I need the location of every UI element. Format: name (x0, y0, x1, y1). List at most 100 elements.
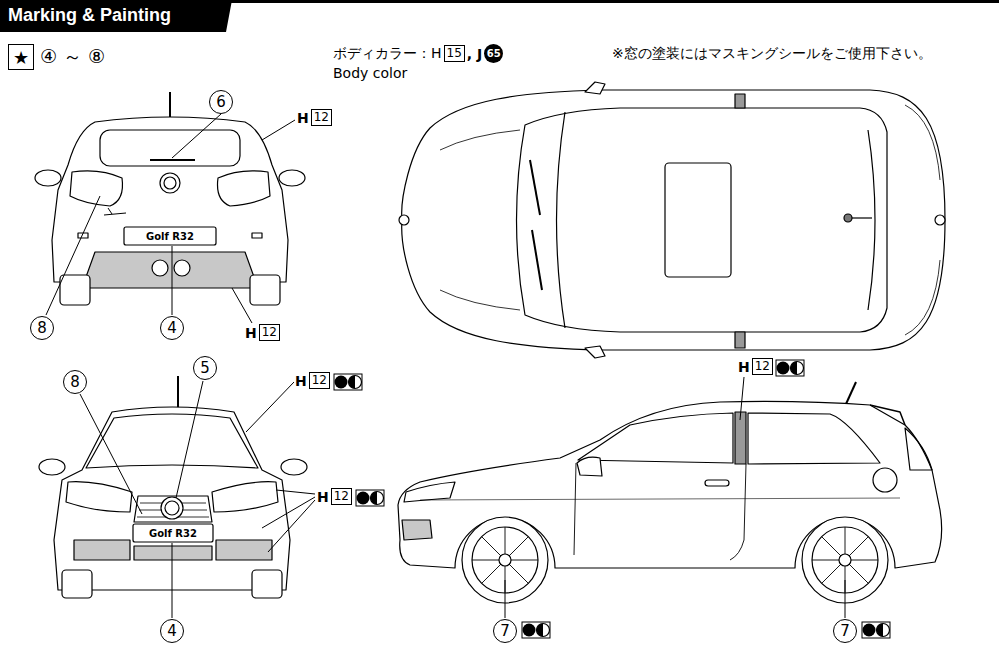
tire (60, 275, 90, 305)
mirror (279, 170, 305, 186)
label-group: H12 (245, 324, 280, 341)
reflector (252, 233, 262, 238)
front-plate (133, 524, 213, 542)
plate-text: Golf R32 (146, 231, 194, 242)
finish-symbol (862, 622, 890, 638)
paint-code: 15 (444, 45, 465, 62)
label-group: ※窓の塗装にはマスキングシールをご使用下さい。 (612, 45, 932, 63)
mirror (585, 82, 605, 94)
label-group: H12 (297, 109, 332, 126)
tire (252, 570, 282, 598)
plate-text: Golf R32 (149, 528, 197, 539)
roof-spoiler (870, 405, 905, 425)
paint-code: H (245, 325, 257, 341)
grille (134, 496, 212, 522)
lower-grille (216, 540, 272, 560)
tire (62, 570, 92, 598)
cabin (517, 108, 888, 332)
label-group: Golf R32 (133, 525, 213, 541)
antenna (169, 92, 171, 120)
taillight (70, 171, 123, 206)
rear-window-edge (868, 130, 875, 310)
finish-symbol (334, 374, 362, 390)
header-bar (0, 0, 232, 32)
spoiler (905, 105, 940, 335)
label-group: 7 (493, 619, 517, 643)
windshield (86, 414, 258, 468)
rear-wiper (150, 159, 195, 161)
label-group: 7 (833, 619, 857, 643)
section-title: Marking & Painting (8, 5, 171, 26)
step-range: ④ ～ ⑧ (40, 44, 105, 70)
rear-diffuser (82, 252, 258, 288)
headlight (212, 482, 278, 512)
label-group: 4 (160, 316, 184, 340)
vw-logo (161, 497, 183, 519)
windshield-edge (557, 112, 566, 328)
rear-window (100, 130, 240, 166)
leader-lines (46, 114, 845, 618)
wiper (530, 160, 540, 215)
paint-code: H (317, 489, 329, 505)
paint-code: 12 (311, 109, 332, 126)
body-color-label: ボディカラー：H (333, 45, 442, 63)
wiper (532, 230, 542, 290)
vw-logo (164, 177, 176, 189)
antenna-base (844, 214, 852, 222)
headlight (404, 482, 455, 502)
label-group: Golf R32 (124, 228, 216, 244)
vw-logo (165, 501, 179, 515)
body-color-label: Body color (333, 65, 407, 81)
finish-symbol (776, 360, 804, 376)
antenna (852, 217, 872, 218)
top-body (402, 90, 945, 350)
label-group: H12 (738, 358, 773, 375)
note: ※窓の塗装にはマスキングシールをご使用下さい。 (612, 45, 932, 63)
lower-grille (134, 546, 212, 560)
label-group: H12 (317, 488, 352, 505)
mirror (281, 459, 307, 475)
door-line (574, 463, 746, 560)
mirror (577, 457, 602, 476)
door-handle (705, 480, 729, 486)
lower-grille (74, 540, 130, 560)
vw-logo (399, 215, 409, 225)
label-group: H12 (295, 372, 330, 389)
finish-symbol (522, 622, 550, 638)
paint-code: H (297, 110, 309, 126)
paint-code: H (738, 359, 750, 375)
label-group: 6 (209, 90, 233, 114)
label-group: ★④ ～ ⑧ (8, 44, 105, 70)
antenna (177, 376, 179, 410)
vw-logo (935, 215, 945, 225)
pillar-strip (735, 332, 745, 348)
sunroof (665, 163, 731, 277)
mirror (585, 346, 605, 358)
paint-code: 12 (309, 372, 330, 389)
callout-number: 8 (30, 316, 54, 340)
label-group: 5 (193, 356, 217, 380)
front-window (578, 413, 733, 463)
paint-code: , J (467, 46, 482, 62)
taillight (218, 171, 271, 206)
callout-number: 4 (160, 619, 184, 643)
callout-number: 4 (160, 316, 184, 340)
paint-code: 12 (259, 324, 280, 341)
callout-number: 6 (209, 90, 233, 114)
vw-logo (160, 173, 180, 193)
antenna (846, 382, 856, 404)
callout-number: 8 (63, 370, 87, 394)
taillight (905, 428, 932, 470)
finish-symbol (356, 490, 384, 506)
mirror (39, 459, 65, 475)
pillar-strip (735, 94, 745, 108)
tire (250, 275, 280, 305)
badge (104, 208, 126, 215)
callout-number: 7 (833, 619, 857, 643)
callout-number: 7 (493, 619, 517, 643)
front-intake (402, 520, 432, 540)
paint-code: 12 (331, 488, 352, 505)
rear-plate (124, 227, 216, 245)
rear-window (748, 413, 880, 464)
